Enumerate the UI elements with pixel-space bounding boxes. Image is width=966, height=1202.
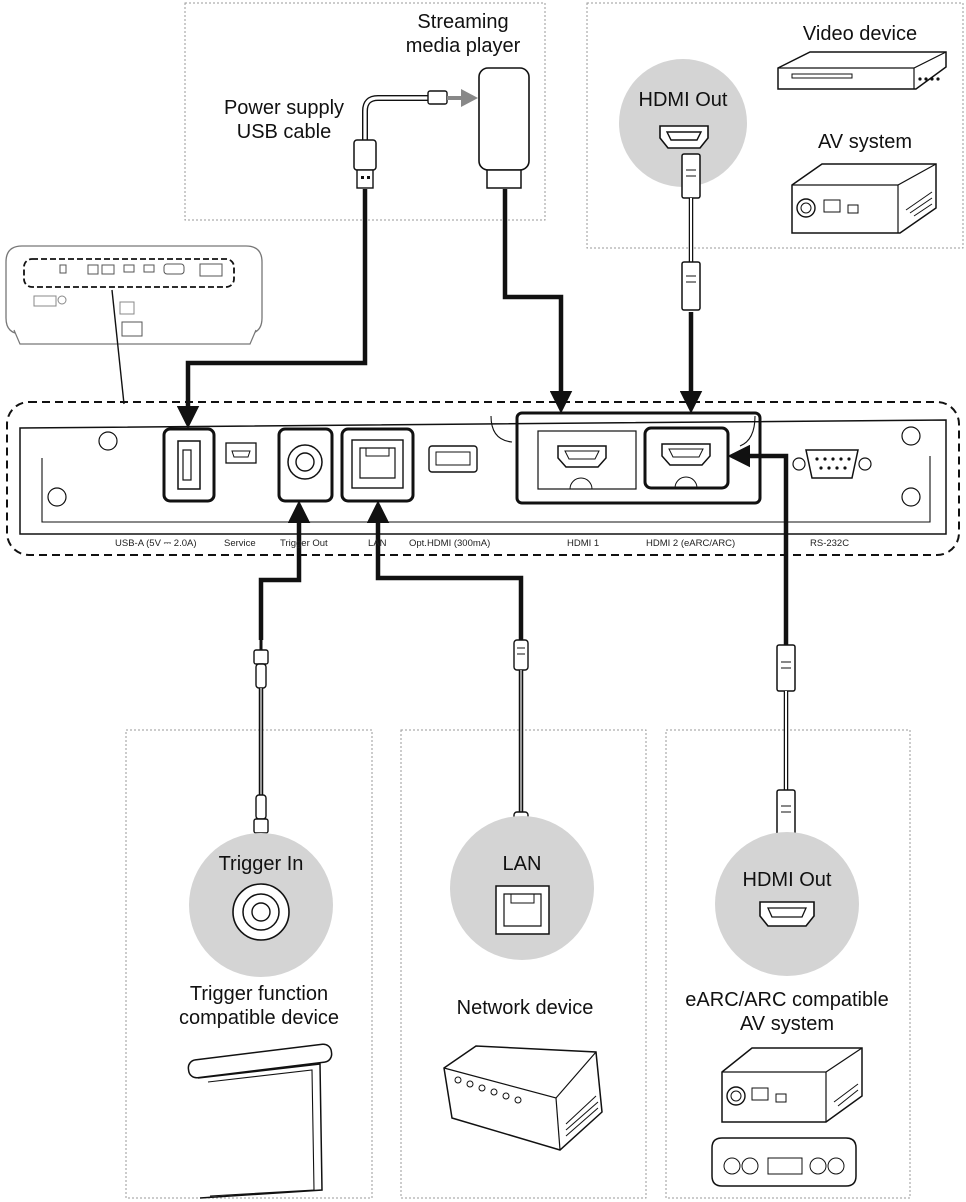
connector-panel-body [19,419,947,535]
av-system-top-icon [791,163,937,234]
hdmi-out-top-circle [619,59,747,187]
earc-connection-path [727,444,789,645]
projection-screen-icon [187,1043,333,1199]
earc-device-label: eARC/ARC compatible AV system [685,989,889,1036]
hdmi2-label: HDMI 2 (eARC/ARC) [646,538,736,549]
network-group-box [400,729,647,1199]
hdmi-port-icon [659,125,709,149]
power-supply-cable-label: Power supply USB cable [223,97,345,144]
trigger-in-label: Trigger In [218,853,304,875]
usb-connection-path [176,189,368,429]
av-system-bottom-icon [721,1047,863,1123]
streaming-media-player-icon [478,67,530,189]
streaming-media-player-label: Streaming media player [405,11,521,58]
trigger-device-label: Trigger function compatible device [178,983,340,1030]
lan-connection-path [366,500,524,640]
lan-jack-icon [495,885,550,935]
video-device-label: Video device [802,23,918,45]
opt-hdmi-label: Opt.HDMI (300mA) [409,538,491,549]
projector-rear-icon [5,245,263,345]
trigger-cable-icon [253,640,269,850]
trigger-in-jack-icon [232,883,290,941]
hdmi1-label: HDMI 1 [567,538,600,549]
trigger-group-box [125,729,373,1199]
hdmi1-port[interactable] [557,445,607,490]
usb-a-label: USB-A (5V ⎓ 2.0A) [115,538,197,549]
usb-cable-icon [353,89,478,189]
hdmi-out-bottom-port-icon [759,901,815,927]
hdmi-out-bottom-label: HDMI Out [742,869,832,891]
service-port[interactable] [225,442,257,464]
top-right-group-box [586,2,964,249]
soundbar-icon [711,1137,857,1187]
trigger-out-label: Trigger Out [280,538,328,549]
video-device-icon [777,51,947,90]
hdmi-out-top-label: HDMI Out [638,89,728,111]
network-device-label: Network device [456,997,594,1019]
lan-port-label: LAN [502,853,542,875]
service-label: Service [224,538,256,549]
hdmi2-port[interactable] [661,443,711,489]
rs232c-label: RS-232C [810,538,850,549]
hdmi-cable-top-icon [681,153,701,311]
connector-panel-outline [6,401,960,556]
lan-panel-label: LAN [368,538,387,549]
trigger-connection-path [258,500,311,640]
earc-hdmi-cable-icon [776,644,796,837]
network-device-icon [443,1045,603,1151]
av-system-top-label: AV system [817,131,913,153]
lan-cable-icon [513,639,529,843]
hdmi1-connection-path [502,189,573,414]
projector-callout-line [111,289,125,405]
rs232c-port[interactable] [792,449,872,479]
